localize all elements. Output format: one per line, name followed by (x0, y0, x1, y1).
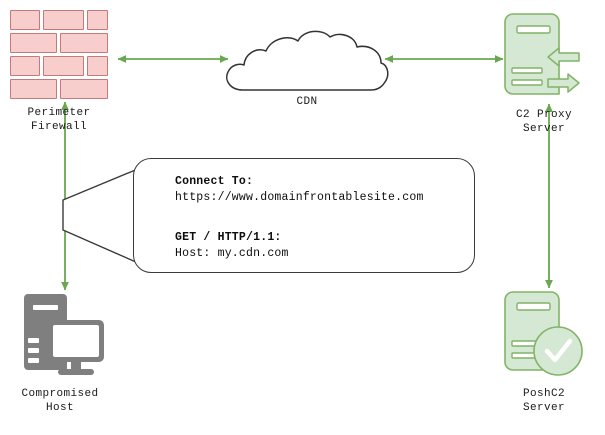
brick (43, 10, 84, 30)
brick (10, 79, 57, 99)
desktop-computer-icon (24, 294, 104, 375)
callout-line-host-header: Host: my.cdn.com (175, 247, 289, 260)
server-check-icon (504, 291, 583, 376)
proxy-label: C2 Proxy Server (515, 109, 572, 135)
brick-wall-icon (10, 10, 108, 99)
callout-box (133, 158, 475, 273)
brick (60, 33, 108, 53)
brick (87, 10, 108, 30)
brick (10, 10, 40, 30)
brick (10, 33, 57, 53)
firewall-label: Perimeter Firewall (27, 107, 91, 133)
brick (60, 79, 108, 99)
cloud-icon (226, 30, 389, 91)
host-label: Compromised Host (21, 388, 99, 414)
server-bidirectional-arrows-icon (504, 13, 580, 95)
brick (43, 56, 84, 76)
callout-line-url: https://www.domainfrontablesite.com (175, 191, 424, 204)
callout-line-connect-to: Connect To: (175, 175, 254, 188)
poshc2-label: PoshC2 Server (522, 388, 565, 414)
cdn-label: CDN (296, 96, 318, 108)
brick (87, 56, 108, 76)
callout-line-get-request: GET / HTTP/1.1: (175, 231, 282, 244)
brick (10, 56, 40, 76)
